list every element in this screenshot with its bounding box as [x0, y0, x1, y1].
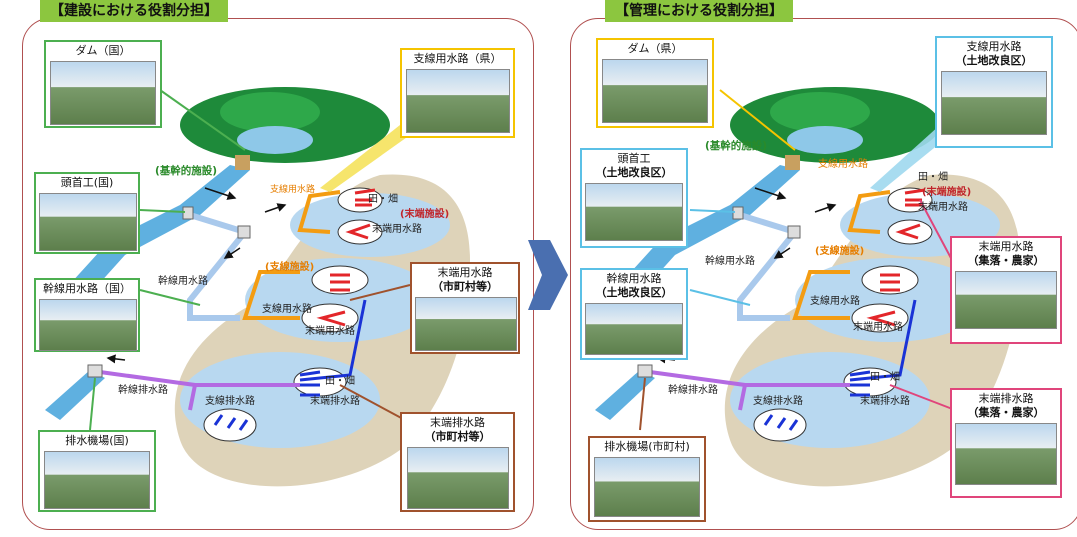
right-main-canal-sub: （土地改良区）	[595, 286, 673, 299]
left-headworks-label: 頭首工(国)	[60, 176, 114, 189]
main-canal-photo	[39, 299, 137, 351]
left-end-canal-callout: 末端用水路 （市町村等）	[410, 262, 520, 354]
right-end-canal-label: 末端用水路	[978, 240, 1034, 253]
right-panel-title: 【管理における役割分担】	[605, 0, 793, 22]
left-shisen-haisui-label: 支線排水路	[205, 396, 255, 407]
dam-photo	[50, 61, 156, 125]
right-end-drain-sub: （集落・農家）	[967, 406, 1045, 419]
left-mattan-yousui-a-label: 末端用水路	[372, 224, 422, 235]
left-end-drain-callout: 末端排水路 （市町村等）	[400, 412, 515, 512]
left-end-canal-label: 末端用水路	[437, 266, 493, 279]
end-canal-photo	[415, 297, 517, 351]
left-panel-title: 【建設における役割分担】	[40, 0, 228, 22]
right-end-drain-callout: 末端排水路 （集落・農家）	[950, 388, 1062, 498]
headworks-photo	[585, 183, 683, 241]
left-branch-canal-label: 支線用水路（県）	[413, 52, 502, 65]
branch-canal-photo	[941, 71, 1047, 135]
left-kikan-label: (基幹的施設)	[155, 165, 218, 177]
right-tanbo2-label: 田・畑	[870, 372, 900, 383]
branch-canal-photo	[405, 69, 510, 133]
right-dam-label: ダム（県）	[627, 42, 683, 55]
headworks-photo	[39, 193, 137, 251]
left-mattan-shisetsu-label: (末端施設)	[400, 209, 450, 220]
left-headworks-callout: 頭首工(国)	[34, 172, 140, 254]
right-scene	[595, 87, 1020, 487]
right-dam-callout: ダム（県）	[596, 38, 714, 128]
right-headworks-label: 頭首工	[617, 152, 651, 165]
left-kansen-yousui-label: 幹線用水路	[158, 276, 208, 287]
right-drain-pump-label: 排水機場(市町村)	[604, 440, 690, 453]
left-kansen-haisui-label: 幹線排水路	[118, 385, 168, 396]
right-kikan-label: (基幹的施設)	[705, 140, 768, 152]
right-branch-canal-callout: 支線用水路 （土地改良区）	[935, 36, 1053, 148]
end-drain-photo	[406, 447, 509, 509]
right-mattan-haisui-label: 末端排水路	[860, 396, 910, 407]
right-end-drain-label: 末端排水路	[978, 392, 1034, 405]
left-shisen-yousui-b-label: 支線用水路	[262, 304, 312, 315]
left-end-drain-sub: （市町村等）	[424, 430, 491, 443]
right-end-canal-callout: 末端用水路 （集落・農家）	[950, 236, 1062, 344]
right-main-canal-callout: 幹線用水路 （土地改良区）	[580, 268, 688, 360]
drain-pump-photo	[44, 451, 150, 509]
left-tanbo-label: 田・畑	[368, 194, 398, 205]
left-shisen-small-label: 支線用水路	[270, 185, 316, 195]
left-tanbo2-label: 田・畑	[325, 376, 355, 387]
dam-photo	[602, 59, 708, 123]
right-headworks-callout: 頭首工 （土地改良区）	[580, 148, 688, 248]
left-dam-callout: ダム（国）	[44, 40, 162, 128]
end-canal-photo	[955, 271, 1057, 329]
flow-arrow-icon	[528, 240, 568, 310]
right-main-canal-label: 幹線用水路	[606, 272, 662, 285]
left-shisen-shisetsu-label: (支線施設)	[265, 262, 315, 273]
right-mattan-yousui-b-label: 末端用水路	[853, 322, 903, 333]
right-drain-pump-callout: 排水機場(市町村)	[588, 436, 706, 522]
right-kansen-haisui-label: 幹線排水路	[668, 385, 718, 396]
right-branch-canal-sub: （土地改良区）	[955, 54, 1033, 67]
left-dam-label: ダム（国）	[75, 44, 131, 57]
left-main-canal-callout: 幹線用水路（国）	[34, 278, 140, 352]
right-mattan-shisetsu-label: (末端施設)	[922, 187, 972, 198]
end-drain-photo	[955, 423, 1057, 485]
drain-pump-photo	[594, 457, 700, 517]
right-shisen-haisui-label: 支線排水路	[753, 396, 803, 407]
right-tanbo-label: 田・畑	[918, 172, 948, 183]
left-main-canal-label: 幹線用水路（国）	[43, 282, 131, 295]
left-end-canal-sub: （市町村等）	[432, 280, 498, 293]
right-shisen-small-label: 支線用水路	[818, 159, 868, 170]
right-headworks-sub: （土地改良区）	[595, 166, 673, 179]
left-mattan-haisui-label: 末端排水路	[310, 396, 360, 407]
left-scene	[45, 87, 470, 487]
right-mattan-yousui-a-label: 末端用水路	[918, 202, 968, 213]
right-branch-canal-label: 支線用水路	[966, 40, 1022, 53]
main-canal-photo	[585, 303, 683, 355]
right-end-canal-sub: （集落・農家）	[967, 254, 1045, 267]
left-branch-canal-callout: 支線用水路（県）	[400, 48, 515, 138]
left-end-drain-label: 末端排水路	[430, 416, 485, 429]
left-drain-pump-label: 排水機場(国)	[65, 434, 129, 447]
left-drain-pump-callout: 排水機場(国)	[38, 430, 156, 512]
right-kansen-yousui-label: 幹線用水路	[705, 256, 755, 267]
left-mattan-yousui-b-label: 末端用水路	[305, 326, 355, 337]
right-shisen-yousui-b-label: 支線用水路	[810, 296, 860, 307]
right-shisen-shisetsu-label: (支線施設)	[815, 246, 865, 257]
